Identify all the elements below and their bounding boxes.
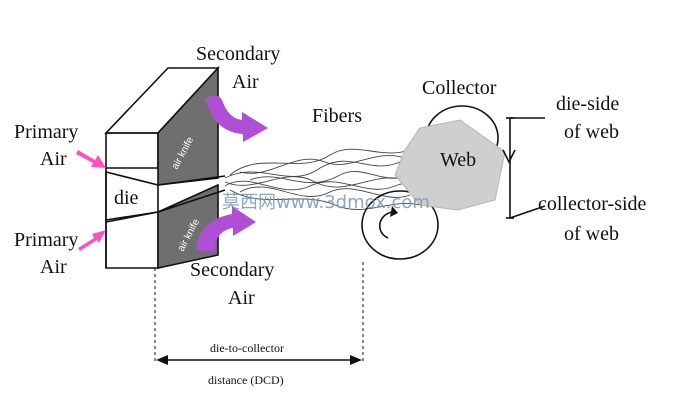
air-knife-top-block-front — [105, 132, 159, 169]
dcd-arrowhead-left-icon — [156, 355, 168, 365]
collector-side-label-line1: collector-side — [538, 193, 647, 215]
collector-drum-bottom — [361, 190, 439, 260]
secondary-air-top-arrow — [205, 95, 268, 142]
primary-air-bottom-arrow — [78, 230, 106, 251]
air-knife-top-block-side — [157, 65, 219, 186]
primary-air-bottom-label-line2: Air — [40, 256, 67, 278]
secondary-air-top-label-line1: Secondary — [196, 43, 280, 65]
secondary-air-bottom-label-line1: Secondary — [190, 259, 274, 281]
secondary-air-bottom-arrow — [196, 206, 256, 252]
primary-air-top-label-line1: Primary — [14, 121, 78, 143]
rotation-arrow-icon — [379, 211, 393, 239]
air-knife-bottom-block-front — [105, 211, 159, 269]
dcd-label-line1: die-to-collector — [210, 341, 284, 355]
web-label: Web — [440, 149, 476, 171]
die-side-label-line1: die-side — [556, 93, 619, 115]
fibers-label: Fibers — [312, 105, 362, 127]
die-label: die — [114, 187, 139, 209]
collector-side-label-line2: of web — [564, 223, 619, 245]
collector-side-leader — [509, 205, 546, 219]
web-direction-arrow-icon — [502, 149, 516, 164]
primary-air-arrows — [76, 150, 106, 251]
dcd-measurement: die-to-collector distance (DCD) — [154, 262, 364, 387]
primary-air-bottom-label-line1: Primary — [14, 229, 78, 251]
die-side-label-line2: of web — [564, 121, 619, 143]
secondary-air-arrows — [196, 95, 268, 252]
dcd-arrowhead-right-icon — [350, 355, 362, 365]
secondary-air-bottom-label-line2: Air — [228, 287, 255, 309]
web-side-indicator — [502, 117, 546, 219]
watermark-text: 莫西网www.3dmox.com — [222, 192, 430, 213]
dcd-label-line2: distance (DCD) — [208, 373, 284, 387]
die-assembly: die air knife air knife — [104, 65, 226, 269]
primary-air-top-arrow — [76, 150, 106, 168]
nozzle-slot-line — [157, 189, 226, 213]
nozzle-slot-line — [157, 175, 226, 186]
web-sheet — [394, 119, 506, 211]
rotation-arrowhead-icon — [390, 206, 398, 217]
collector-label: Collector — [422, 77, 497, 99]
secondary-air-top-label-line2: Air — [232, 71, 259, 93]
primary-air-top-label-line2: Air — [40, 148, 67, 170]
